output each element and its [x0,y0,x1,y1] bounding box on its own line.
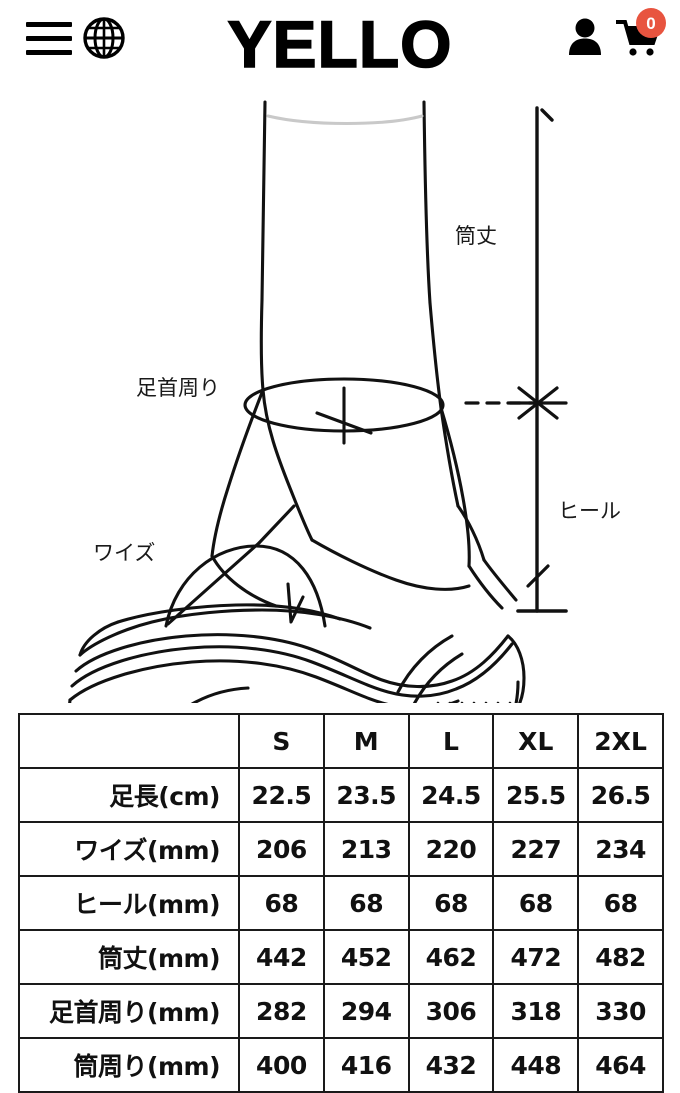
header-left-controls [26,16,126,60]
table-row: 足首周り(mm) 282 294 306 318 330 [18,983,664,1039]
table-cell: 442 [238,929,325,985]
user-icon[interactable] [566,16,604,56]
table-cell: 452 [322,929,410,985]
table-row: 筒周り(mm) 400 416 432 448 464 [18,1037,664,1093]
hamburger-bar [26,35,72,41]
row-label: ワイズ(mm) [18,821,240,877]
hamburger-bar [26,49,72,55]
table-corner-cell [18,713,240,769]
table-cell: 432 [407,1037,495,1093]
size-header-m: M [322,713,410,769]
table-cell: 206 [238,821,325,877]
row-label: 足首周り(mm) [18,983,240,1039]
row-label: 筒丈(mm) [18,929,240,985]
table-cell: 330 [577,983,664,1039]
table-cell: 234 [577,821,664,877]
globe-icon[interactable] [82,16,126,60]
site-header: YELLO 0 [0,0,680,88]
table-cell: 400 [238,1037,325,1093]
hamburger-bar [26,21,72,27]
table-cell: 482 [577,929,664,985]
size-chart-table: S M L XL 2XL 足長(cm) 22.5 23.5 24.5 25.5 … [18,713,664,1093]
size-header-l: L [407,713,495,769]
row-label: 足長(cm) [18,767,240,823]
size-header-2xl: 2XL [577,713,664,769]
label-ankle-circumference: 足首周り [136,376,220,400]
table-cell: 25.5 [492,767,580,823]
size-header-xl: XL [492,713,580,769]
table-cell: 26.5 [577,767,664,823]
table-cell: 306 [407,983,495,1039]
table-cell: 68 [407,875,495,931]
table-cell: 22.5 [238,767,325,823]
label-width: ワイズ [93,541,155,565]
table-header-row: S M L XL 2XL [18,713,664,769]
table-cell: 464 [577,1037,664,1093]
label-shaft-height: 筒丈 [455,224,497,248]
table-cell: 213 [322,821,410,877]
row-label: ヒール(mm) [18,875,240,931]
size-header-s: S [238,713,325,769]
table-cell: 282 [238,983,325,1039]
table-cell: 23.5 [322,767,410,823]
table-row: 足長(cm) 22.5 23.5 24.5 25.5 26.5 [18,767,664,823]
table-cell: 462 [407,929,495,985]
table-cell: 220 [407,821,495,877]
table-cell: 227 [492,821,580,877]
table-cell: 416 [322,1037,410,1093]
site-logo[interactable]: YELLO [227,6,453,82]
boot-illustration: 筒丈 足首周り ワイズ ヒール [68,100,621,703]
cart-count-badge: 0 [636,8,666,38]
table-row: ヒール(mm) 68 68 68 68 68 [18,875,664,931]
table-cell: 294 [322,983,410,1039]
label-heel: ヒール [558,499,621,523]
table-cell: 24.5 [407,767,495,823]
table-row: 筒丈(mm) 442 452 462 472 482 [18,929,664,985]
hamburger-icon[interactable] [26,19,72,57]
table-cell: 68 [492,875,580,931]
table-cell: 68 [322,875,410,931]
table-cell: 448 [492,1037,580,1093]
cart-button[interactable]: 0 [616,8,666,58]
table-cell: 68 [238,875,325,931]
table-cell: 472 [492,929,580,985]
size-chart: S M L XL 2XL 足長(cm) 22.5 23.5 24.5 25.5 … [18,713,664,1093]
table-cell: 68 [577,875,664,931]
table-row: ワイズ(mm) 206 213 220 227 234 [18,821,664,877]
measurement-diagram: 筒丈 足首周り ワイズ ヒール [0,88,680,703]
header-right-controls: 0 [566,8,666,58]
table-cell: 318 [492,983,580,1039]
row-label: 筒周り(mm) [18,1037,240,1093]
